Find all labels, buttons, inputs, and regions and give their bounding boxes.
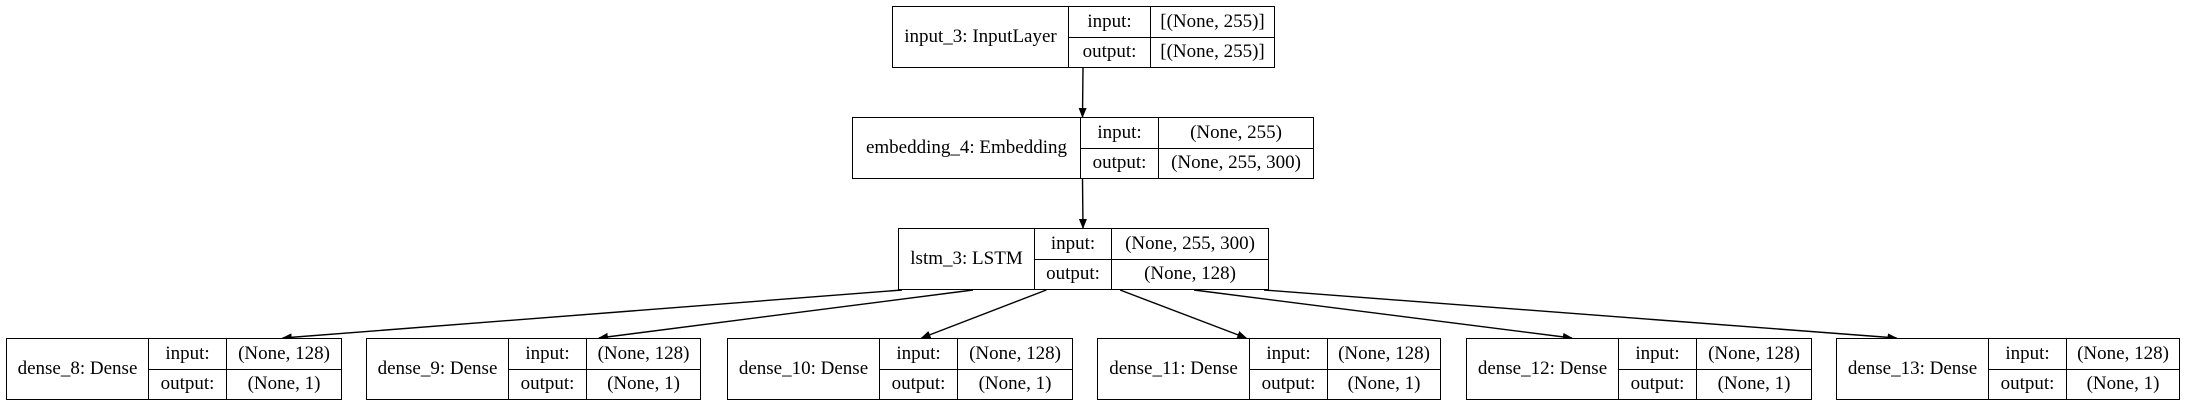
edge-lstm-3-to-dense-8 <box>281 289 903 342</box>
input-shape: (None, 255) <box>1158 117 1314 149</box>
edge-lstm-3-to-dense-11 <box>1119 289 1248 339</box>
output-shape: [(None, 255)] <box>1150 36 1275 68</box>
layer-name: dense_8: Dense <box>6 338 149 400</box>
output-shape: (None, 1) <box>957 368 1073 400</box>
output-label: output: <box>879 368 958 400</box>
input-label: input: <box>1080 117 1159 149</box>
output-shape: (None, 1) <box>2066 368 2180 400</box>
layer-name: input_3: InputLayer <box>892 6 1069 68</box>
output-shape: (None, 1) <box>1327 368 1441 400</box>
edge-lstm-3-to-dense-12 <box>1194 289 1573 341</box>
input-label: input: <box>1034 228 1112 260</box>
output-label: output: <box>1249 368 1328 400</box>
edge-lstm-3-to-dense-9 <box>598 289 974 341</box>
input-label: input: <box>148 338 227 370</box>
layer-name: embedding_4: Embedding <box>852 117 1081 179</box>
layer-name: lstm_3: LSTM <box>898 228 1035 290</box>
input-shape: (None, 128) <box>586 338 701 370</box>
output-label: output: <box>1080 147 1159 179</box>
edge-embedding-4-to-lstm-3 <box>1078 178 1087 229</box>
input-shape: (None, 128) <box>1327 338 1441 370</box>
layer-name: dense_12: Dense <box>1466 338 1619 400</box>
input-label: input: <box>879 338 958 370</box>
layer-name: dense_9: Dense <box>366 338 509 400</box>
output-shape: (None, 1) <box>1696 368 1812 400</box>
layer-name: dense_13: Dense <box>1836 338 1989 400</box>
output-shape: (None, 1) <box>586 368 701 400</box>
layer-name: dense_11: Dense <box>1097 338 1250 400</box>
input-label: input: <box>1618 338 1697 370</box>
edge-lstm-3-to-dense-13 <box>1263 289 1898 342</box>
input-shape: (None, 255, 300) <box>1111 228 1269 260</box>
edge-input-3-to-embedding-4 <box>1078 67 1087 118</box>
output-label: output: <box>1618 368 1697 400</box>
input-shape: (None, 128) <box>1696 338 1812 370</box>
output-label: output: <box>508 368 587 400</box>
input-shape: (None, 128) <box>957 338 1073 370</box>
input-shape: (None, 128) <box>226 338 342 370</box>
output-shape: (None, 255, 300) <box>1158 147 1314 179</box>
output-shape: (None, 128) <box>1111 258 1269 290</box>
input-shape: (None, 128) <box>2066 338 2180 370</box>
input-label: input: <box>508 338 587 370</box>
output-label: output: <box>1988 368 2067 400</box>
input-label: input: <box>1068 6 1151 38</box>
layer-name: dense_10: Dense <box>727 338 880 400</box>
input-shape: [(None, 255)] <box>1150 6 1275 38</box>
output-shape: (None, 1) <box>226 368 342 400</box>
input-label: input: <box>1988 338 2067 370</box>
output-label: output: <box>1068 36 1151 68</box>
input-label: input: <box>1249 338 1328 370</box>
output-label: output: <box>1034 258 1112 290</box>
edge-lstm-3-to-dense-10 <box>920 289 1047 339</box>
output-label: output: <box>148 368 227 400</box>
